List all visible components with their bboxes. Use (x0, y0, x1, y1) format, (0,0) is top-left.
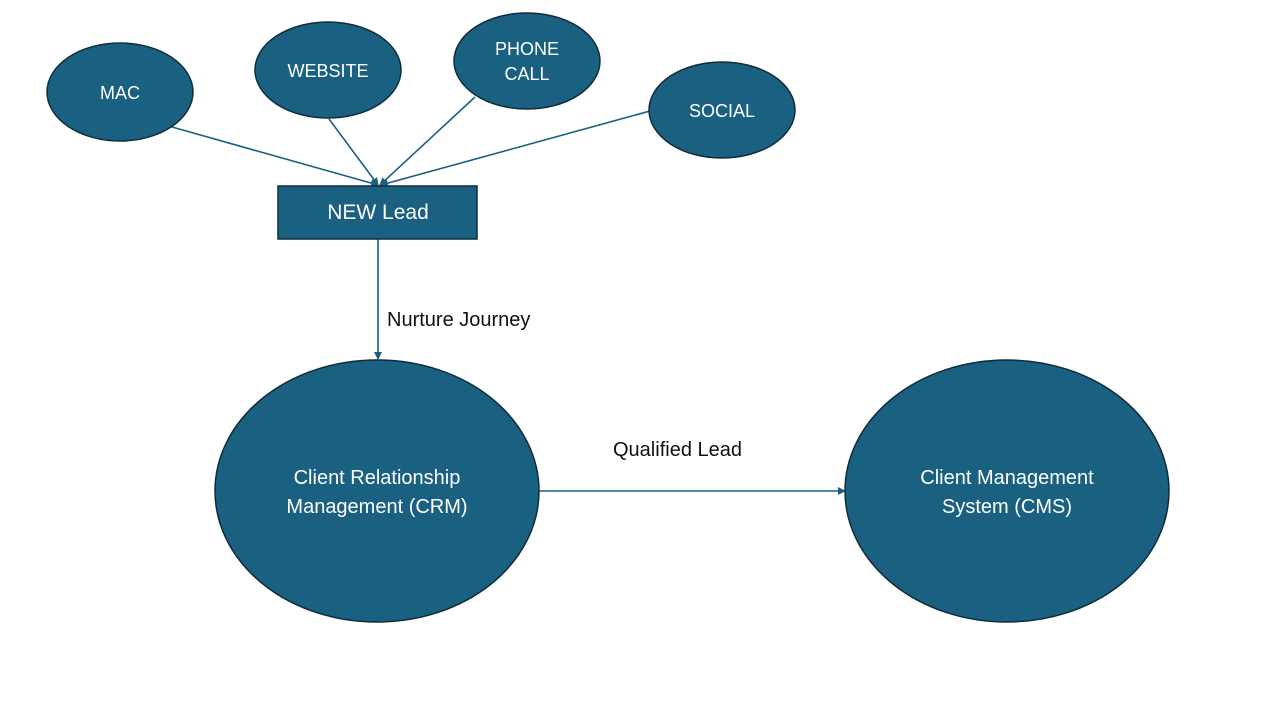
cms-label-line-1: Client Management (920, 467, 1094, 489)
qualified-lead-label: Qualified Lead (613, 439, 742, 461)
connector-phone-call-to-new-lead (379, 96, 476, 186)
connector-mac-to-new-lead (171, 126, 379, 187)
crm-ellipse (214, 359, 540, 623)
phone-call-ellipse (453, 12, 601, 110)
new-lead-label: NEW Lead (327, 201, 429, 224)
phone-call-label-line-1: PHONE (495, 39, 559, 59)
cms-label-line-2: System (CMS) (942, 496, 1072, 518)
phone-call-label-line-2: CALL (504, 64, 549, 84)
source-node-mac[interactable]: MAC (46, 42, 194, 142)
website-ellipse (254, 21, 402, 119)
website-label: WEBSITE (287, 61, 368, 81)
cms-node[interactable]: Client Management System (CMS) (844, 359, 1170, 623)
source-node-social[interactable]: SOCIAL (648, 61, 796, 159)
cms-ellipse (844, 359, 1170, 623)
connector-social-to-new-lead (380, 110, 651, 188)
social-ellipse (648, 61, 796, 159)
crm-label-line-2: Management (CRM) (286, 496, 467, 518)
mac-label: MAC (100, 83, 140, 103)
crm-label-line-1: Client Relationship (294, 467, 461, 489)
new-lead-box (277, 185, 478, 240)
connector-website-to-new-lead (328, 118, 379, 186)
crm-node[interactable]: Client Relationship Management (CRM) (214, 359, 540, 623)
social-label: SOCIAL (689, 101, 755, 121)
nurture-journey-label: Nurture Journey (387, 309, 530, 331)
new-lead-node[interactable]: NEW Lead (277, 185, 478, 240)
mac-ellipse (46, 42, 194, 142)
source-node-website[interactable]: WEBSITE (254, 21, 402, 119)
source-node-phone-call[interactable]: PHONE CALL (453, 12, 601, 110)
